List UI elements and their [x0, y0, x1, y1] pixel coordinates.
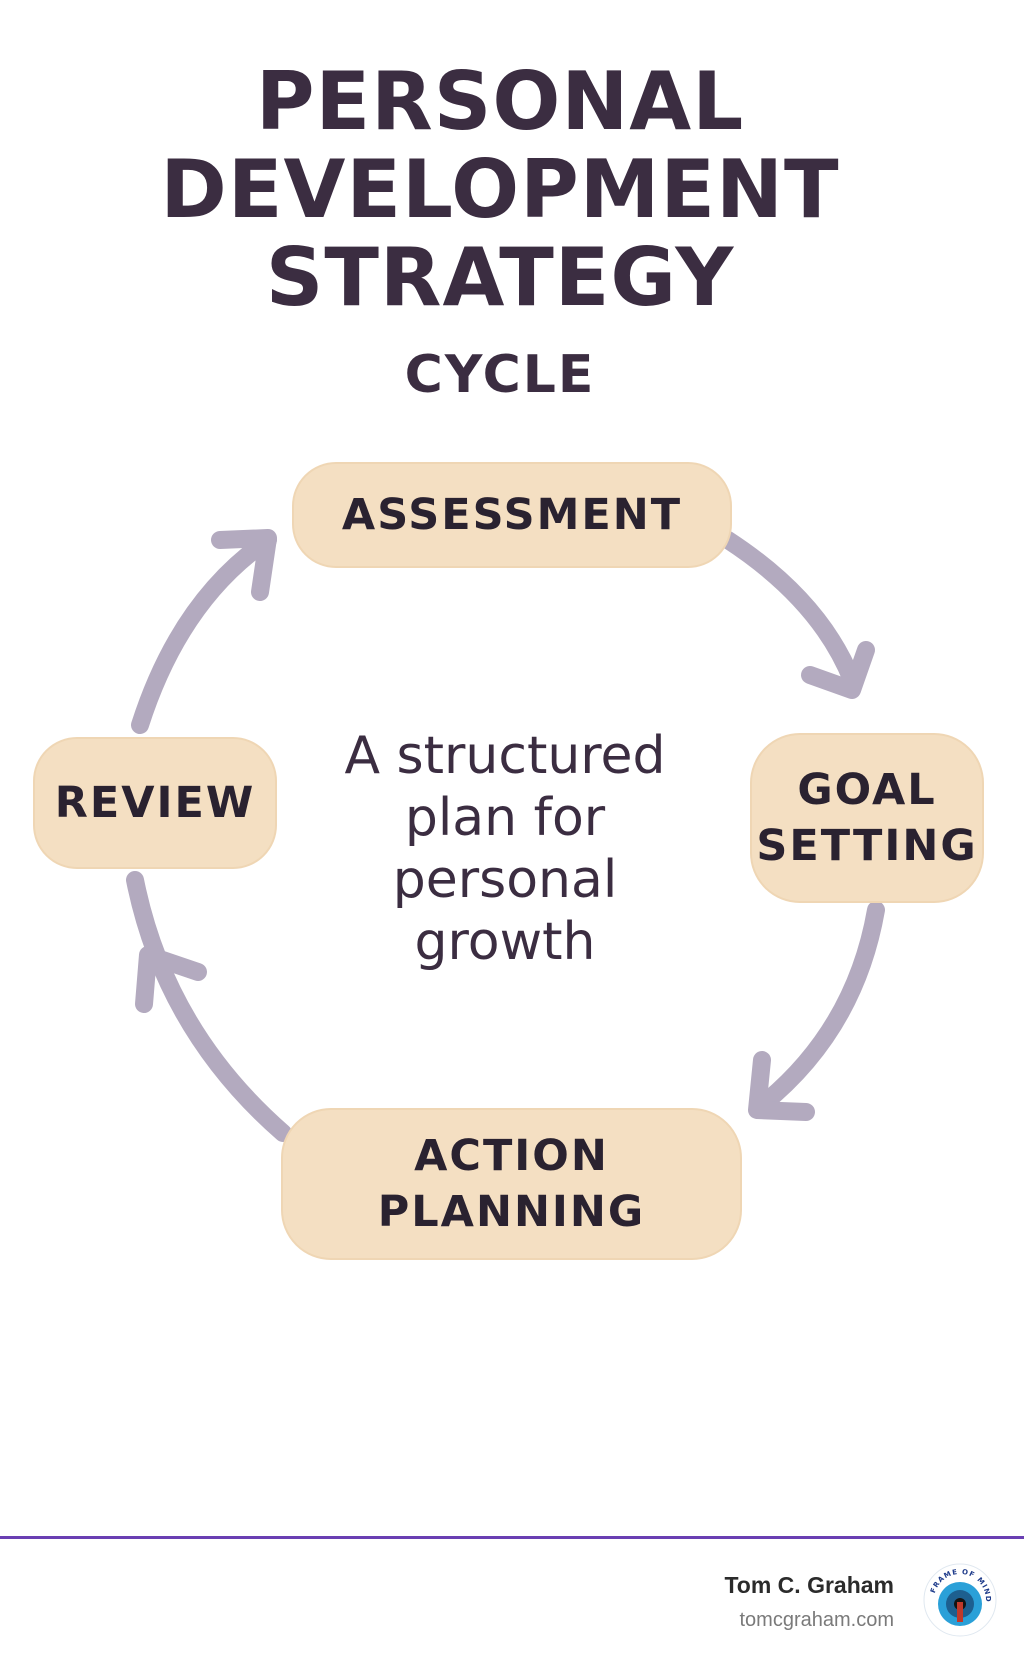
- arrow-head-action-planning: [748, 1051, 815, 1121]
- node-action-planning: ACTION PLANNING: [281, 1108, 742, 1260]
- center-description: A structured plan for personal growth: [344, 726, 666, 972]
- node-assessment-label: ASSESSMENT: [341, 490, 683, 540]
- arrow-head-assessment: [211, 529, 277, 601]
- arrow-review-to-assessment: [131, 531, 277, 734]
- author-website[interactable]: tomcgraham.com: [739, 1609, 895, 1631]
- node-goal-setting-label: GOAL SETTING: [756, 765, 978, 871]
- frame-of-mind-logo-icon: FRAME OF MIND: [923, 1563, 997, 1637]
- author-name: Tom C. Graham: [724, 1572, 894, 1598]
- footer-divider: [0, 1536, 1024, 1539]
- arrow-action-planning-to-review: [126, 871, 292, 1142]
- node-goal-setting: GOAL SETTING: [750, 733, 984, 903]
- arrow-assessment-to-goal-setting: [719, 531, 861, 689]
- arrow-head-goal-setting: [801, 641, 875, 699]
- arrow-head-review: [135, 946, 207, 1013]
- node-review-label: REVIEW: [54, 778, 256, 828]
- node-action-planning-label: ACTION PLANNING: [377, 1131, 646, 1237]
- node-assessment: ASSESSMENT: [292, 462, 732, 568]
- page-title: PERSONAL DEVELOPMENT STRATEGY: [160, 55, 840, 324]
- author-block: Tom C. Graham tomcgraham.com: [724, 1572, 894, 1632]
- page-subtitle: CYCLE: [404, 345, 596, 405]
- node-review: REVIEW: [33, 737, 277, 869]
- arrow-goal-setting-to-action-planning: [753, 901, 885, 1114]
